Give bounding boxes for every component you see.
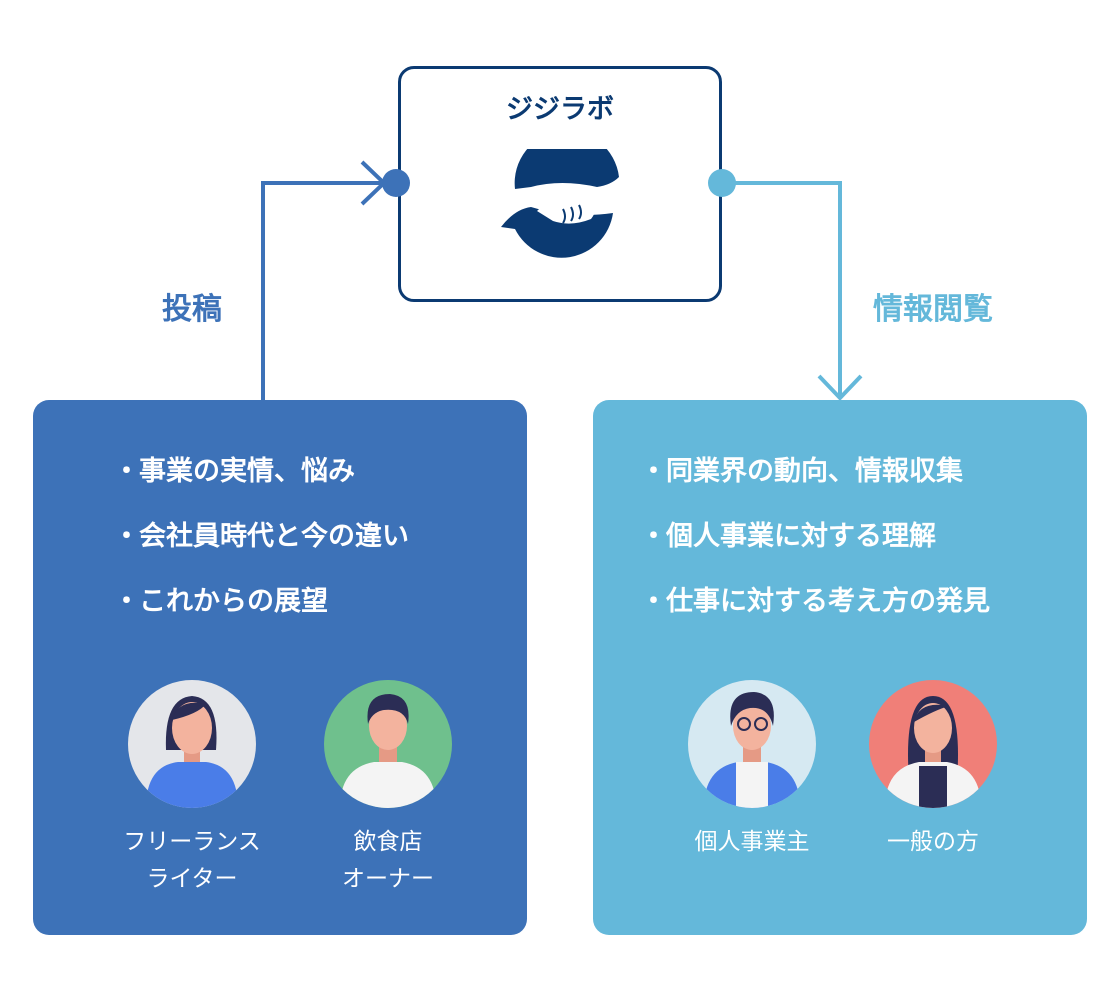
benefit-item: ・同業界の動向、情報収集 [640, 456, 963, 487]
persona-name: フリーランス ライター [123, 829, 261, 892]
view-arrow-line [722, 181, 842, 396]
man-avatar-icon [324, 680, 452, 808]
post-label: 投稿 [162, 292, 222, 327]
persona-name: 一般の方 [887, 829, 979, 855]
topic-item: ・これからの展望 [113, 586, 328, 617]
woman-avatar-icon [128, 680, 256, 808]
topic-item: ・会社員時代と今の違い [113, 521, 409, 552]
persona-name: 飲食店 オーナー [342, 829, 434, 892]
topic-item: ・事業の実情、悩み [113, 456, 355, 487]
man-glasses-avatar-icon [688, 680, 816, 808]
persona-sole-proprietor: 個人事業主 [662, 680, 842, 861]
persona-freelance-writer: フリーランス ライター [102, 680, 282, 898]
view-connector-dot [708, 169, 736, 197]
benefit-item: ・仕事に対する考え方の発見 [640, 586, 990, 617]
view-arrowhead [817, 374, 863, 401]
post-arrow-line [261, 181, 386, 402]
poster-topics: ・事業の実情、悩み ・会社員時代と今の違い ・これからの展望 [113, 452, 409, 647]
handshake-logo-icon [501, 149, 619, 258]
persona-name: 個人事業主 [694, 829, 810, 855]
jijilabo-box: ジジラボ [398, 66, 722, 302]
hub-title: ジジラボ [506, 94, 614, 125]
viewer-benefits: ・同業界の動向、情報収集 ・個人事業に対する理解 ・仕事に対する考え方の発見 [640, 452, 990, 647]
viewer-panel: ・同業界の動向、情報収集 ・個人事業に対する理解 ・仕事に対する考え方の発見 個… [593, 400, 1087, 935]
persona-restaurant-owner: 飲食店 オーナー [298, 680, 478, 898]
poster-panel: ・事業の実情、悩み ・会社員時代と今の違い ・これからの展望 フリーランス ライ… [33, 400, 527, 935]
view-label: 情報閲覧 [873, 292, 993, 327]
persona-general-public: 一般の方 [843, 680, 1023, 861]
benefit-item: ・個人事業に対する理解 [640, 521, 936, 552]
woman-longhair-avatar-icon [869, 680, 997, 808]
post-connector-dot [382, 169, 410, 197]
